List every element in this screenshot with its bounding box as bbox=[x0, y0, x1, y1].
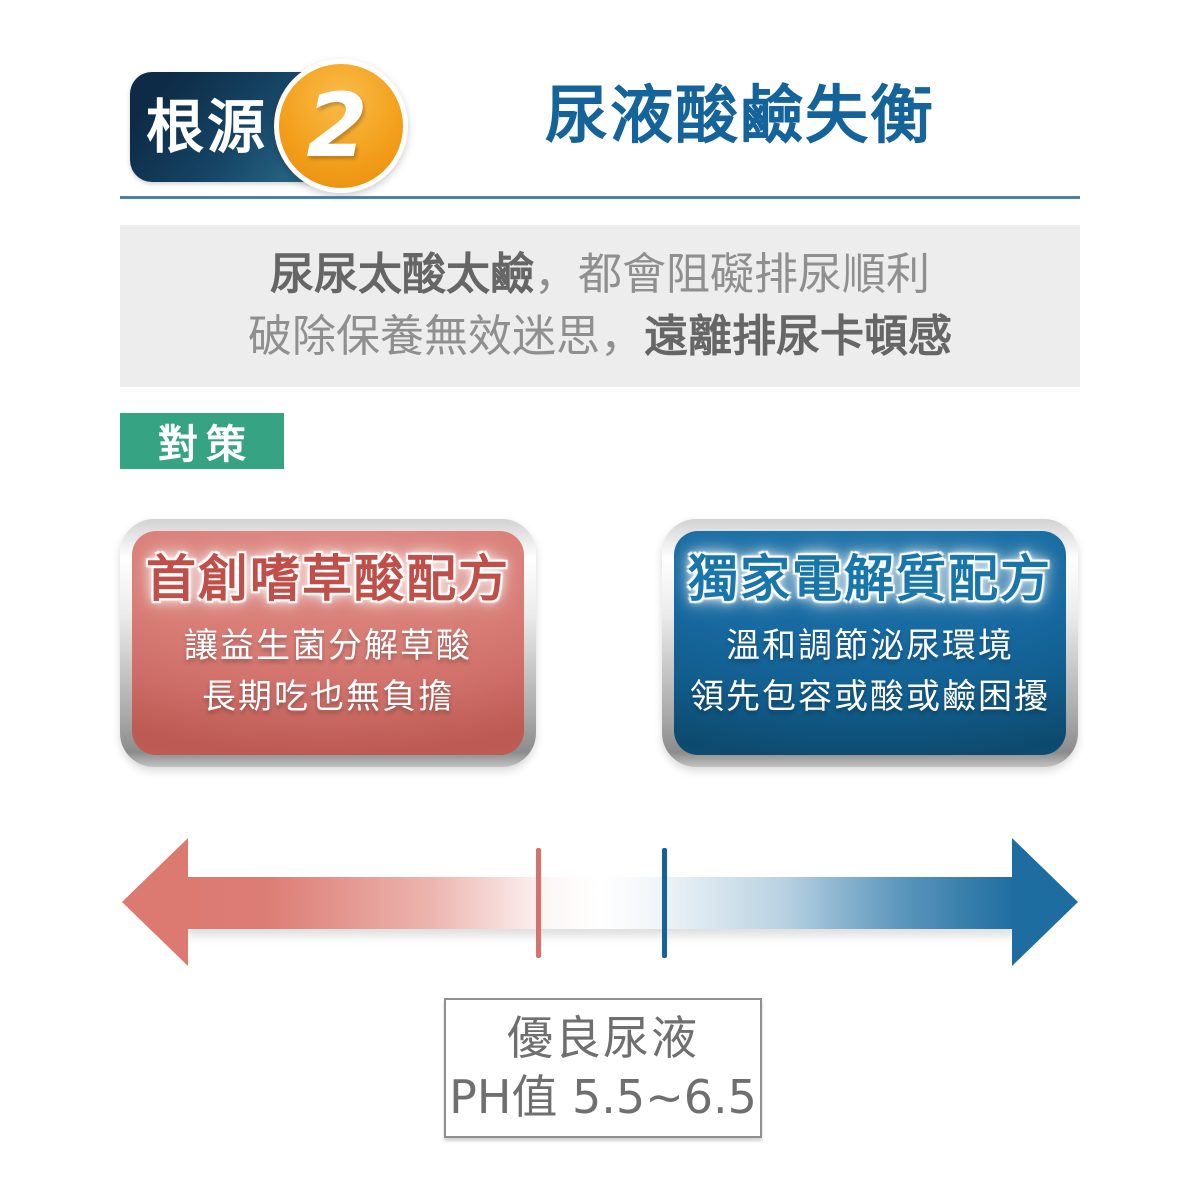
strategy-badge-label: 對策 bbox=[158, 422, 254, 468]
header-divider bbox=[120, 196, 1080, 199]
acid-boundary-tick bbox=[536, 848, 541, 958]
intro-line-2: 破除保養無效迷思，遠離排尿卡頓感 bbox=[248, 311, 952, 362]
acid-arrowhead-icon bbox=[122, 838, 188, 966]
root-number-text: 2 bbox=[306, 74, 368, 177]
card-oxalate-body: 讓益生菌分解草酸 長期吃也無負擔 bbox=[184, 621, 472, 723]
intro-message-box: 尿尿太酸太鹼，都會阻礙排尿順利 破除保養無效迷思，遠離排尿卡頓感 bbox=[120, 225, 1080, 387]
alkaline-boundary-tick bbox=[662, 848, 667, 958]
ph-scale-arrow bbox=[122, 838, 1078, 966]
card-electrolyte-line-2: 領先包容或酸或鹼困擾 bbox=[690, 676, 1050, 717]
ideal-urine-box: 優良尿液 PH值 5.5~6.5 bbox=[444, 998, 762, 1138]
alkaline-arrowhead-icon bbox=[1012, 838, 1078, 966]
card-electrolyte-title: 獨家電解質配方 bbox=[688, 550, 1052, 608]
strategy-badge: 對策 bbox=[120, 413, 284, 469]
card-oxalate-formula: 首創嗜草酸配方 讓益生菌分解草酸 長期吃也無負擔 bbox=[120, 519, 536, 767]
intro-line-1-text: ，都會阻礙排尿順利 bbox=[534, 248, 930, 300]
ideal-urine-label: 優良尿液 bbox=[507, 1011, 699, 1066]
ph-gradient-bar bbox=[185, 877, 1015, 929]
intro-line-2-text: 破除保養無效迷思， bbox=[248, 311, 644, 362]
card-electrolyte-body: 溫和調節泌尿環境 領先包容或酸或鹼困擾 bbox=[690, 621, 1050, 723]
card-oxalate-line-1: 讓益生菌分解草酸 bbox=[184, 625, 472, 666]
root-badge-label: 根源 bbox=[146, 93, 269, 161]
intro-line-1-emphasis: 尿尿太酸太鹼 bbox=[270, 248, 534, 300]
card-electrolyte-formula: 獨家電解質配方 溫和調節泌尿環境 領先包容或酸或鹼困擾 bbox=[662, 519, 1078, 767]
intro-line-2-emphasis: 遠離排尿卡頓感 bbox=[644, 311, 952, 362]
card-oxalate-title: 首創嗜草酸配方 bbox=[146, 550, 510, 608]
root-number-circle: 2 bbox=[274, 59, 408, 193]
card-electrolyte-inner: 獨家電解質配方 溫和調節泌尿環境 領先包容或酸或鹼困擾 bbox=[674, 531, 1066, 755]
ideal-urine-ph-range: PH值 5.5~6.5 bbox=[449, 1070, 757, 1124]
card-oxalate-line-2: 長期吃也無負擔 bbox=[202, 676, 454, 717]
card-electrolyte-line-1: 溫和調節泌尿環境 bbox=[726, 625, 1014, 666]
page-title: 尿液酸鹼失衡 bbox=[545, 79, 935, 152]
card-oxalate-inner: 首創嗜草酸配方 讓益生菌分解草酸 長期吃也無負擔 bbox=[132, 531, 524, 755]
intro-line-1: 尿尿太酸太鹼，都會阻礙排尿順利 bbox=[270, 248, 930, 300]
